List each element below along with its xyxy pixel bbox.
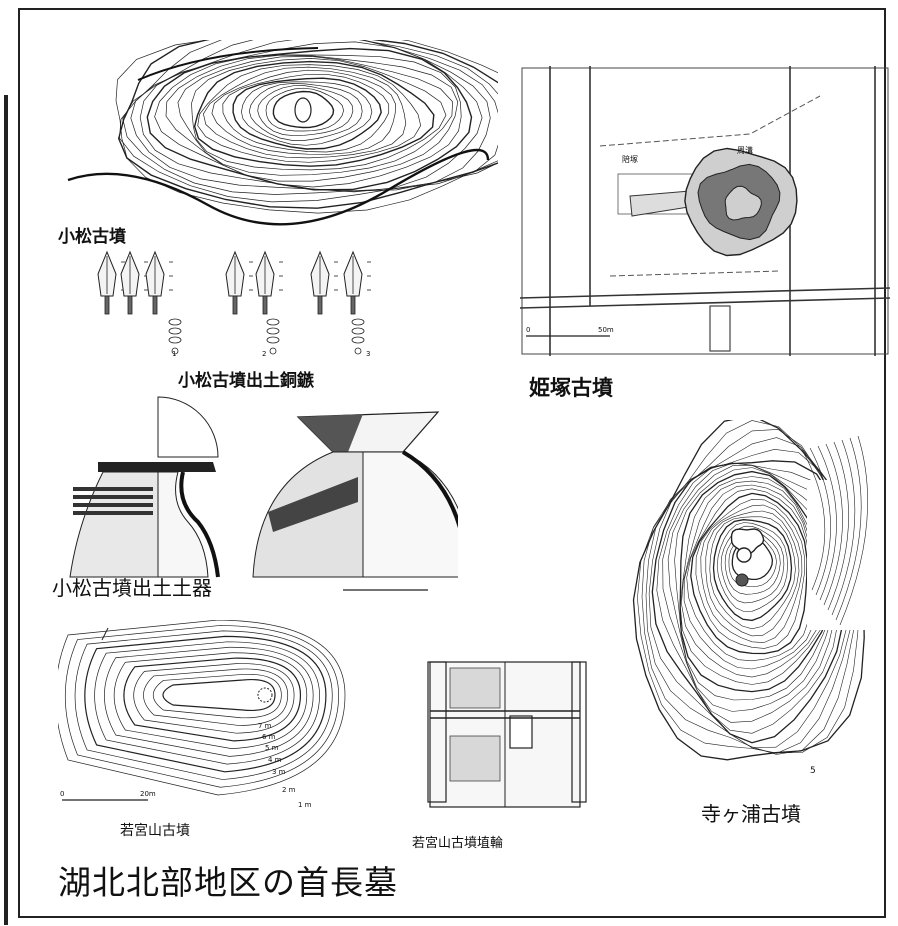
- himezuka-kofun-label: 姫塚古墳: [529, 376, 613, 400]
- teragaura-figure-number: 5: [810, 766, 816, 776]
- komatsu-pottery-drawing: [58, 392, 458, 602]
- wakamiya-contour-2m: 2 m: [282, 786, 296, 794]
- komatsu-kofun-label: 小松古墳: [58, 227, 126, 247]
- komatsu-pottery-label: 小松古墳出土土器: [52, 576, 212, 600]
- bronze-arrowheads-figure: [95, 244, 385, 364]
- wakamiya-contour-5m: 5 m: [265, 744, 279, 752]
- arrowhead-number-3: 3: [366, 350, 371, 358]
- wakamiya-contour-7m: 7 m: [258, 722, 272, 730]
- arrowhead-number-1: 1: [172, 350, 177, 358]
- left-border-bar: [4, 95, 8, 925]
- wakamiyayama-haniwa-drawing: [420, 656, 590, 816]
- wakamiya-contour-6m: 6 m: [262, 733, 276, 741]
- wakamiya-contour-3m: 3 m: [272, 768, 286, 776]
- wakamiya-contour-1m: 1 m: [298, 801, 312, 809]
- wakamiya-contour-4m: 4 m: [268, 756, 282, 764]
- wakamiyayama-haniwa-label: 若宮山古墳埴輪: [412, 836, 504, 851]
- himezuka-scale-0: 0: [526, 326, 531, 334]
- main-title: 湖北北部地区の首長墓: [58, 863, 398, 902]
- wakamiyayama-contour-map: [58, 620, 368, 820]
- komatsu-contour-map: [58, 40, 498, 230]
- teragaura-contour-map: [632, 420, 882, 800]
- himezuka-note-1: 陪塚: [622, 155, 638, 164]
- komatsu-arrowheads-label: 小松古墳出土銅鏃: [178, 371, 314, 391]
- wakamiya-scale-20m: 20m: [140, 790, 156, 798]
- teragaura-kofun-label: 寺ヶ浦古墳: [701, 802, 801, 826]
- himezuka-site-plan: [520, 66, 890, 356]
- wakamiyayama-kofun-label: 若宮山古墳: [120, 823, 190, 839]
- arrowhead-number-2: 2: [262, 350, 267, 358]
- page-frame: [18, 8, 886, 918]
- himezuka-scale-50m: 50m: [598, 326, 614, 334]
- himezuka-note-2: 周溝: [737, 146, 753, 155]
- wakamiya-scale-0: 0: [60, 790, 65, 798]
